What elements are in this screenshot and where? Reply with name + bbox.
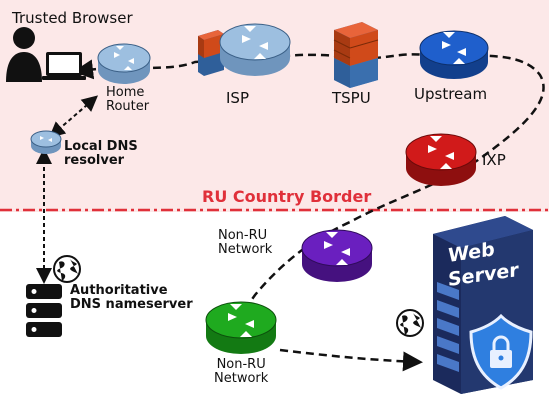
user-icon [6,27,86,82]
globe-icon [396,309,424,337]
upstream-router-icon [419,30,489,79]
web-server-label: Web Server [448,238,519,291]
web-server-icon [433,216,533,394]
dns-link-router [48,95,99,138]
non-ru-network-label: Non-RU Network [214,357,269,387]
ixp-label: IXP [482,151,506,169]
authoritative-dns-label: Authoritative DNS nameserver [70,283,193,313]
route-to-server [279,348,423,372]
ixp-router-icon [405,133,477,186]
non-ru-router-green-icon [205,301,277,354]
server-rack-icon [26,284,62,337]
non-ru-router-purple-icon [301,229,373,282]
local-dns-router-icon [30,130,62,154]
tspu-label: TSPU [332,89,371,107]
isp-label: ISP [226,89,249,107]
firewall-icon [198,30,224,76]
local-dns-label: Local DNS resolver [64,139,138,169]
home-router-icon [97,43,151,84]
globe-icon [53,255,81,283]
home-router-label: Home Router [106,85,150,115]
ru-border-label: RU Country Border [202,187,372,206]
laptop-icon [42,52,86,80]
tspu-firewall-icon [333,22,379,88]
non-ru-network-label: Non-RU Network [215,228,276,259]
isp-router-icon [219,23,291,76]
upstream-label: Upstream [414,85,488,103]
trusted-browser-label: Trusted Browser [12,9,133,27]
lock-shield-icon [469,313,533,390]
